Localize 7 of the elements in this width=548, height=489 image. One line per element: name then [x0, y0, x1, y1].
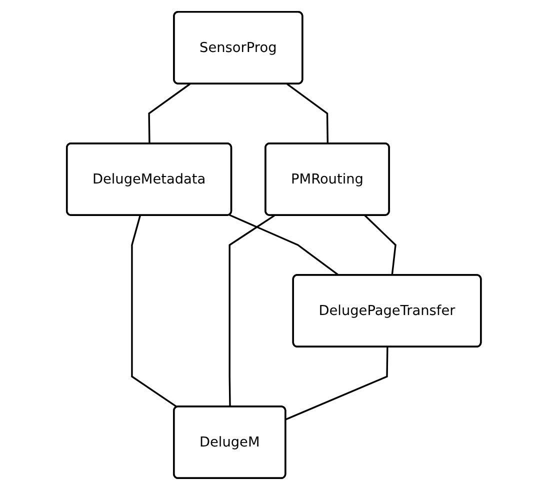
- connector: [228, 214, 276, 406]
- connector: [286, 346, 388, 420]
- connector: [364, 214, 397, 275]
- connector: [131, 214, 178, 408]
- connector: [148, 82, 191, 144]
- connector: [229, 214, 340, 276]
- connector: [286, 82, 329, 144]
